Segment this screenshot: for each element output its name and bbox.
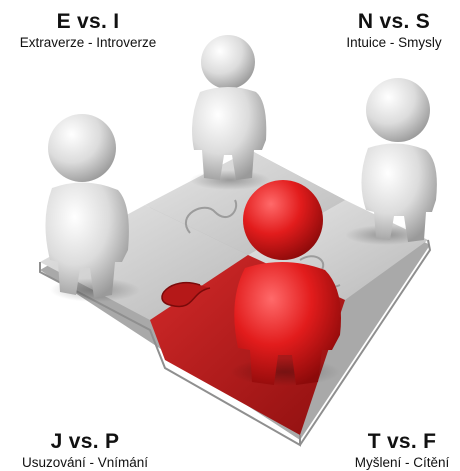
dichotomy-title: N vs. S bbox=[357, 10, 431, 33]
dichotomy-title: J vs. P bbox=[50, 430, 120, 453]
dichotomy-description: Myšlení - Cítění bbox=[354, 455, 450, 470]
dichotomy-description: Intuice - Smysly bbox=[346, 35, 442, 50]
label-top-left: E vs. I Extraverze - Introverze bbox=[4, 10, 172, 51]
dichotomy-description: Extraverze - Introverze bbox=[19, 35, 157, 50]
dichotomy-title: E vs. I bbox=[56, 10, 120, 33]
puzzle-piece-gray-left bbox=[40, 205, 248, 320]
label-bottom-right: T vs. F Myšlení - Cítění bbox=[340, 430, 460, 471]
person-figure-back bbox=[192, 35, 267, 180]
person-figure-left bbox=[45, 114, 129, 298]
dichotomy-title: T vs. F bbox=[367, 430, 437, 453]
label-bottom-left: J vs. P Usuzování - Vnímání bbox=[2, 430, 168, 471]
person-figure-red bbox=[234, 180, 341, 385]
puzzle-piece-gray-top bbox=[145, 150, 345, 255]
person-figure-right bbox=[361, 78, 437, 242]
label-top-right: N vs. S Intuice - Smysly bbox=[330, 10, 458, 51]
dichotomy-description: Usuzování - Vnímání bbox=[21, 455, 149, 470]
